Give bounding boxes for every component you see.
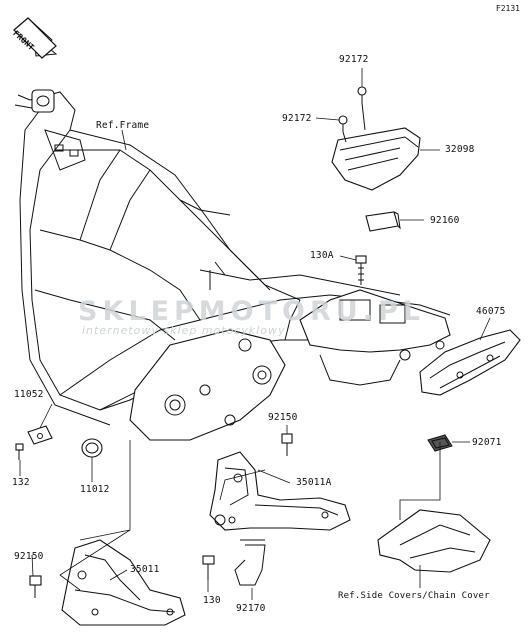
label-ref-frame: Ref.Frame xyxy=(96,120,150,131)
label-130: 130 xyxy=(203,595,221,606)
leader-lines xyxy=(19,68,491,600)
label-92071: 92071 xyxy=(472,437,502,448)
clamp-92170-drawing xyxy=(234,539,266,586)
watermark-logo-text: SKLEPMOTORU.PL xyxy=(78,296,425,327)
diagram-code: F2131 xyxy=(495,4,520,13)
label-92160: 92160 xyxy=(430,215,460,226)
frame-drawing xyxy=(14,89,451,441)
bolt-130a-drawing xyxy=(355,255,367,285)
label-35011a: 35011A xyxy=(296,477,332,488)
watermark-tagline: internetowy sklep motocyklowy xyxy=(82,324,286,337)
label-130a: 130A xyxy=(310,250,334,261)
bracket-35011-drawing xyxy=(61,539,186,626)
bracket-11052-drawing xyxy=(15,425,53,460)
bolt-92150-left-drawing xyxy=(29,575,42,598)
guard-46075-drawing xyxy=(419,329,521,396)
label-92172-top: 92172 xyxy=(339,54,369,65)
cap-11012-drawing xyxy=(81,438,103,458)
side-cover-drawing xyxy=(377,509,491,573)
battery-case-drawing xyxy=(331,86,421,191)
bolt-130-drawing xyxy=(202,555,215,580)
pad-92160-drawing xyxy=(365,211,401,232)
bolt-92150-mid-drawing xyxy=(281,433,293,456)
label-11012: 11012 xyxy=(80,484,110,495)
label-132: 132 xyxy=(12,477,30,488)
label-46075: 46075 xyxy=(476,306,506,317)
front-arrow-icon xyxy=(13,17,58,59)
label-32098: 32098 xyxy=(445,144,475,155)
bracket-35011a-drawing xyxy=(209,451,351,531)
label-92150-mid: 92150 xyxy=(268,412,298,423)
label-92170: 92170 xyxy=(236,603,266,614)
label-35011: 35011 xyxy=(130,564,160,575)
label-92150-left: 92150 xyxy=(14,551,44,562)
label-ref-side-covers: Ref.Side Covers/Chain Cover xyxy=(338,591,490,601)
label-11052: 11052 xyxy=(14,389,44,400)
label-92172-left: 92172 xyxy=(282,113,312,124)
